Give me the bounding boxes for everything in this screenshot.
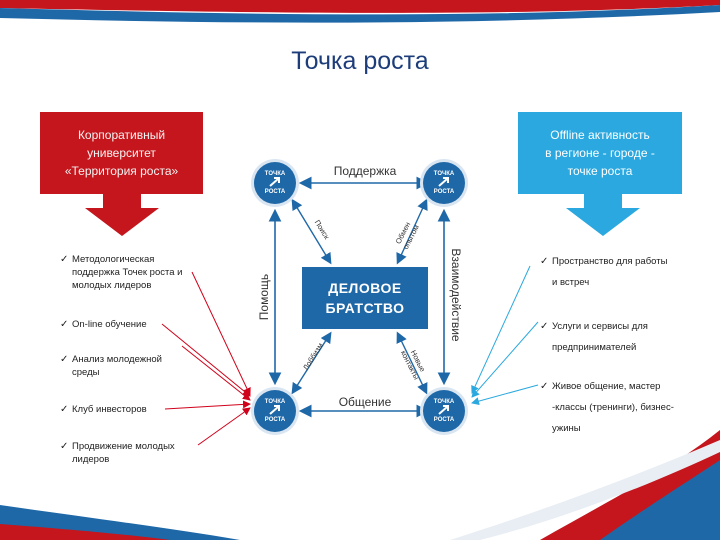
slide-title: Точка роста xyxy=(291,47,429,75)
list-item: ✓Живое общение, мастер -классы (тренинги… xyxy=(540,376,692,439)
red-down-arrow xyxy=(85,194,159,236)
edge-label-communication: Общение xyxy=(338,395,392,409)
list-item: ✓Услуги и сервисы для предпринимателей xyxy=(540,316,682,358)
list-item: ✓Продвижение молодых лидеров xyxy=(60,441,175,465)
list-item: ✓Методологическая поддержка Точек роста … xyxy=(60,254,183,291)
check-icon: ✓ xyxy=(540,321,549,332)
check-icon: ✓ xyxy=(540,381,549,392)
center-line: БРАТСТВО xyxy=(325,300,405,316)
business-brotherhood-box: ДЕЛОВОЕ БРАТСТВО xyxy=(302,267,428,329)
check-icon: ✓ xyxy=(60,354,69,365)
list-item: ✓Пространство для работы и встреч xyxy=(540,251,672,293)
list-item: ✓Клуб инвесторов xyxy=(60,404,147,415)
offline-activity-box: Offline активность в регионе - городе - … xyxy=(518,112,682,194)
check-icon: ✓ xyxy=(60,319,69,330)
growth-point-node: ТОЧКА РОСТА xyxy=(254,390,296,432)
center-line: ДЕЛОВОЕ xyxy=(328,280,402,296)
corporate-university-box: Корпоративный университет «Территория ро… xyxy=(40,112,203,194)
growth-arrow-icon xyxy=(269,177,280,187)
left-box-line: «Территория роста» xyxy=(64,164,179,178)
edge-label-interaction: Взаимодействие xyxy=(449,248,463,342)
blue-down-arrow xyxy=(566,194,640,236)
growth-point-node: ТОЧКА РОСТА xyxy=(423,162,465,204)
right-box-line: Offline активность xyxy=(550,128,650,142)
check-icon: ✓ xyxy=(60,254,69,265)
check-icon: ✓ xyxy=(60,441,69,452)
check-icon: ✓ xyxy=(60,404,69,415)
growth-arrow-icon xyxy=(438,405,449,415)
left-box-line: Корпоративный xyxy=(77,128,166,142)
edge-label-support: Поддержка xyxy=(333,164,397,178)
growth-arrow-icon xyxy=(438,177,449,187)
right-box-line: точке роста xyxy=(567,164,633,178)
left-box-line: университет xyxy=(87,146,156,160)
growth-point-node: ТОЧКА РОСТА xyxy=(254,162,296,204)
edge-label-help: Помощь xyxy=(257,273,271,321)
check-icon: ✓ xyxy=(540,256,549,267)
list-item: ✓Анализ молодежной среды xyxy=(60,354,162,378)
list-item: ✓On-line обучение xyxy=(60,319,147,330)
growth-arrow-icon xyxy=(269,405,280,415)
growth-point-node: ТОЧКА РОСТА xyxy=(423,390,465,432)
right-box-line: в регионе - городе - xyxy=(545,146,655,160)
